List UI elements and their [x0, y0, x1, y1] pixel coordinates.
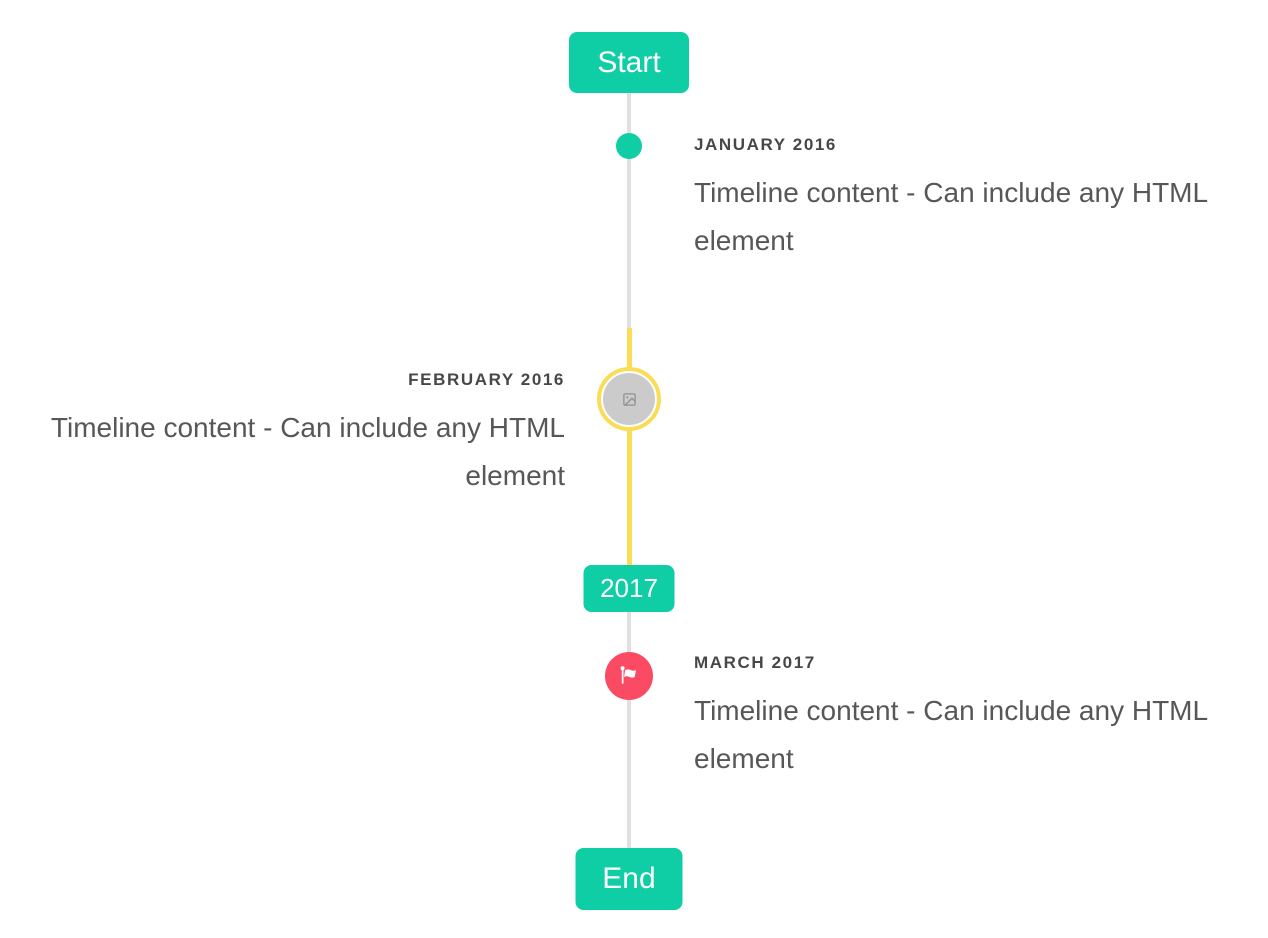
timeline-item: FEBRUARY 2016 Timeline content - Can inc… — [35, 370, 565, 500]
item-date: FEBRUARY 2016 — [408, 370, 565, 389]
timeline-marker-image-placeholder[interactable] — [601, 371, 657, 427]
timeline-item: JANUARY 2016 Timeline content - Can incl… — [694, 135, 1224, 265]
timeline-item: MARCH 2017 Timeline content - Can includ… — [694, 653, 1224, 783]
item-content: Timeline content - Can include any HTML … — [694, 177, 1208, 256]
timeline-start-badge: Start — [569, 32, 689, 93]
item-date: MARCH 2017 — [694, 653, 816, 672]
item-content: Timeline content - Can include any HTML … — [694, 695, 1208, 774]
item-date: JANUARY 2016 — [694, 135, 837, 154]
timeline-highlight-segment — [626, 328, 632, 566]
timeline-marker-dot[interactable] — [616, 133, 642, 159]
item-content: Timeline content - Can include any HTML … — [50, 412, 565, 491]
timeline-end-badge: End — [575, 848, 683, 910]
timeline-year-badge: 2017 — [583, 565, 675, 612]
broken-image-icon — [622, 392, 637, 407]
timeline-marker-flag[interactable] — [605, 652, 653, 700]
flag-icon — [617, 664, 641, 688]
